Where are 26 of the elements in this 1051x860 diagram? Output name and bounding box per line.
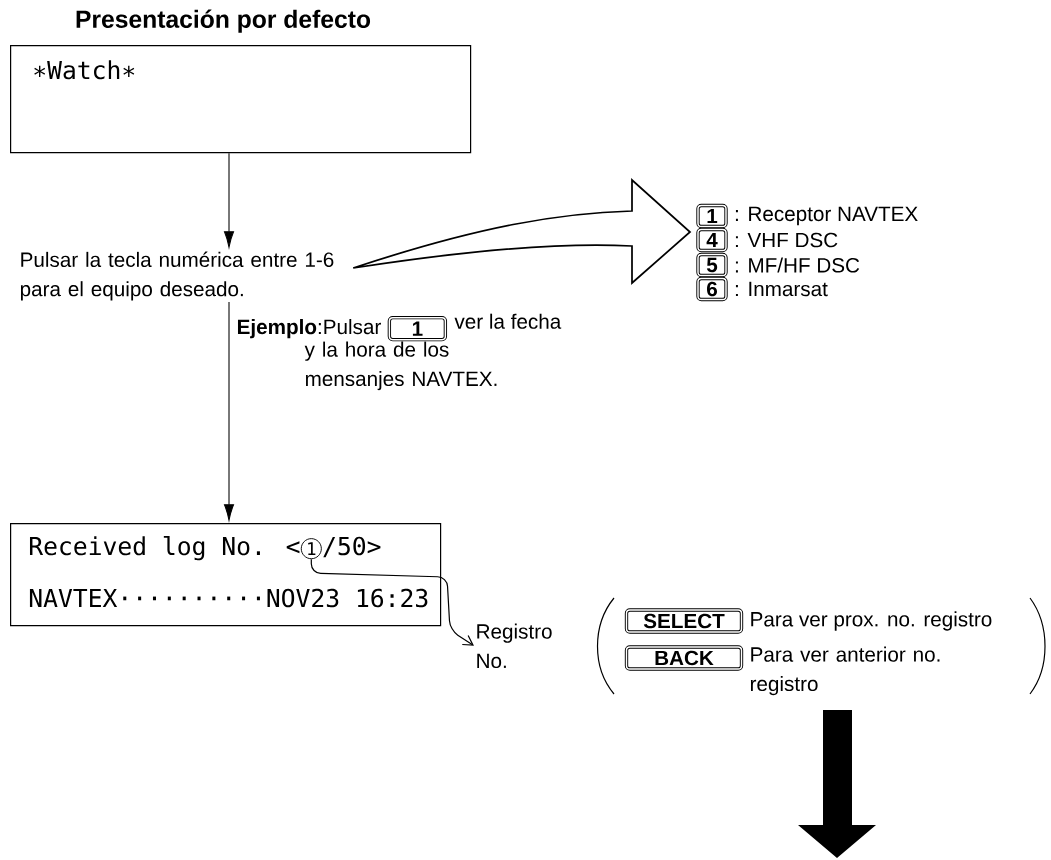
leader-line — [310, 558, 474, 646]
key-button: 1 — [387, 316, 448, 342]
display-screen: Received log No. < 1 /50> NAVTEX··········NOV23 16:23 — [10, 523, 442, 627]
display-screen: ∗Watch∗ — [10, 45, 472, 154]
arrow — [223, 301, 235, 521]
key-description: : Receptor NAVTEX — [735, 206, 918, 226]
circled-number: 1 — [300, 538, 322, 560]
key-description: : Inmarsat — [735, 281, 828, 297]
callout-text: Registro No. — [477, 623, 552, 669]
key-description: : VHF DSC — [735, 232, 838, 248]
example-text: Ejemplo:Pulsar — [238, 319, 381, 339]
curved-arrow — [352, 179, 691, 284]
arrow — [223, 152, 235, 248]
example-text: y la hora de los mensanjes NAVTEX. — [304, 341, 497, 391]
instruction-text: Pulsar la tecla numérica entre 1-6 para el equipo deseado. — [20, 251, 334, 301]
key-button: BACK — [624, 645, 744, 671]
key-button: 1 — [696, 203, 728, 229]
key-button: 5 — [696, 252, 728, 278]
key-description: Para ver prox. no. registro — [751, 611, 992, 631]
key-button: 4 — [696, 227, 728, 253]
key-button: 6 — [696, 276, 728, 302]
key-description: : MF/HF DSC — [735, 257, 860, 273]
example-text: ver la fecha — [454, 313, 562, 329]
title: Presentación por defecto — [76, 9, 371, 33]
key-description: Para ver anterior no. registro — [750, 646, 940, 696]
key-button: SELECT — [624, 608, 744, 634]
